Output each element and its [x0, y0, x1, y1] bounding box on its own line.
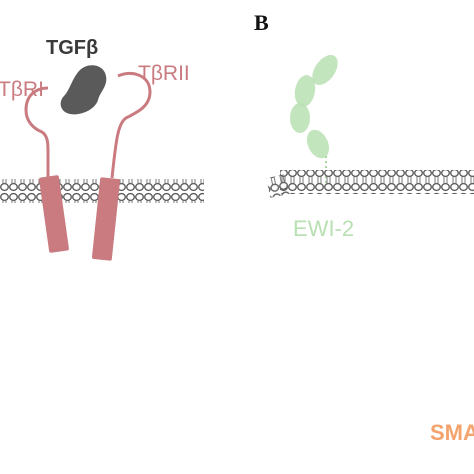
ewi2-domain-4	[306, 129, 330, 159]
label-ewi2: EWI-2	[293, 216, 354, 241]
membrane-b	[266, 170, 474, 198]
label-tbri: TβRI	[0, 78, 44, 101]
label-tbrii: TβRII	[138, 62, 190, 85]
receptor-2-transmembrane	[91, 177, 121, 261]
label-tgfb: TGFβ	[46, 37, 98, 59]
panel-a: TGFβ TβRI TβRII	[0, 37, 204, 261]
ewi2-domain-2	[294, 75, 316, 107]
panel-letter-b: B	[254, 10, 269, 35]
label-sma: SMA	[430, 420, 474, 445]
receptor-2-loop	[110, 71, 152, 179]
tgfb-ligand-shape	[60, 65, 107, 115]
receptor-1-transmembrane	[39, 175, 69, 253]
receptor-1-loop	[24, 86, 50, 178]
ewi2-domain-1	[312, 54, 338, 86]
panel-b: B EWI-2	[254, 10, 474, 241]
ewi2-domain-3	[290, 103, 310, 133]
